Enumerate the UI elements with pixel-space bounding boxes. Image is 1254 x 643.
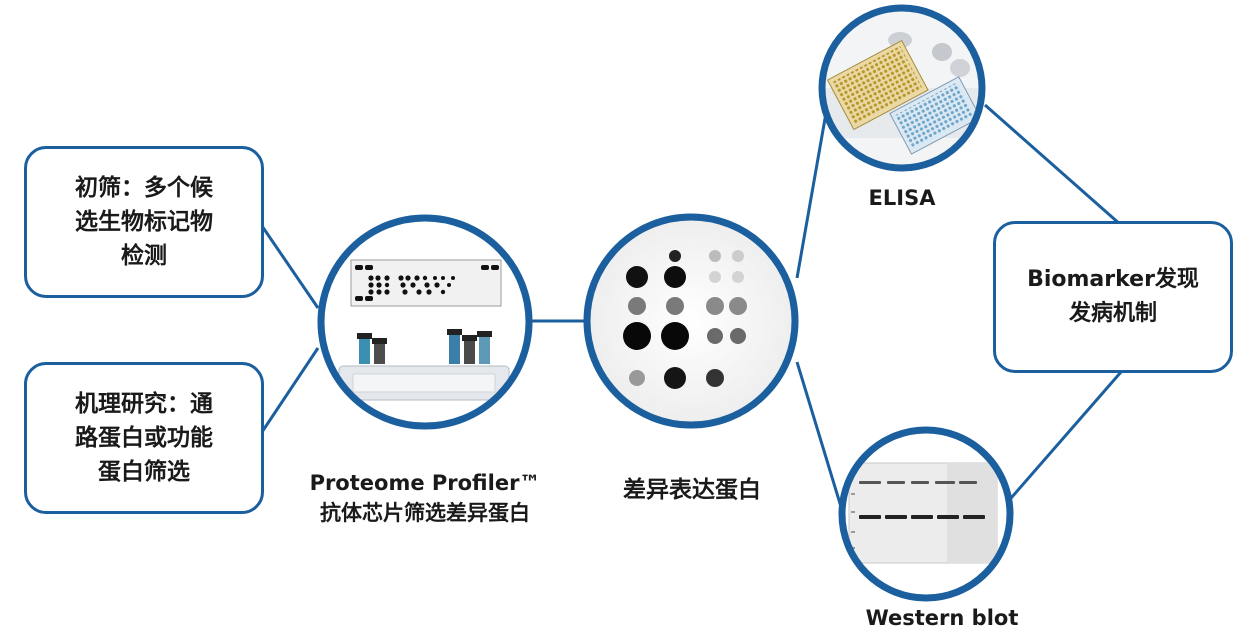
box-mechanism-research-line-1: 机理研究：通 [75,391,213,417]
box-biomarker-line-1: Biomarker发现 [1027,267,1199,292]
box-initial-screening: 初筛：多个候 选生物标记物 检测 [24,146,264,298]
elisa-label: ELISA [868,186,936,210]
box-initial-screening-line-2: 选生物标记物 [75,209,213,235]
proteome-profiler-kit-image [317,214,533,430]
box-initial-screening-line-3: 检测 [121,243,167,269]
connector-western-to-result [1003,371,1123,506]
box-mechanism-research-line-3: 蛋白筛选 [98,459,190,485]
box-mechanism-research-line-2: 路蛋白或功能 [75,425,213,451]
connector-screening-to-profiler [260,225,320,309]
profiler-caption-line-2: 抗体芯片筛选差异蛋白 [320,501,530,525]
western-blot-image [838,426,1014,602]
dot-blot-caption: 差异表达蛋白 [623,477,761,503]
box-initial-screening-line-1: 初筛：多个候 [75,175,213,201]
box-biomarker-result: Biomarker发现 发病机制 [993,221,1233,373]
connector-mechanism-to-profiler [260,347,320,433]
profiler-caption: Proteome Profiler™ 抗体芯片筛选差异蛋白 [275,468,575,528]
dot-blot-image [583,213,799,429]
box-biomarker-line-2: 发病机制 [1068,301,1157,326]
elisa-plate-image [818,4,986,172]
western-blot-label: Western blot [865,606,1019,630]
connector-dotblot-to-western [795,361,847,521]
box-mechanism-research: 机理研究：通 路蛋白或功能 蛋白筛选 [24,362,264,514]
profiler-caption-line-1: Proteome Profiler™ [309,471,541,495]
connector-dotblot-to-elisa [795,112,828,279]
connector-elisa-to-result [984,103,1122,227]
